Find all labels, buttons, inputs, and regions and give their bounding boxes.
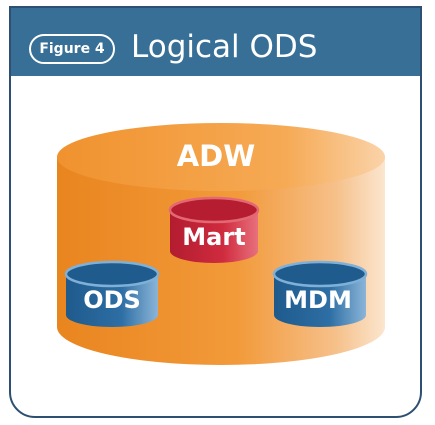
mart-label: Mart [182, 223, 245, 251]
mdm-label: MDM [284, 286, 352, 314]
ods-cylinder: ODS [64, 260, 160, 327]
figure-number-badge: Figure 4 [29, 34, 115, 64]
adw-label: ADW [177, 139, 256, 173]
ods-label: ODS [83, 286, 141, 314]
figure-title: Logical ODS [131, 29, 318, 65]
mart-cylinder: Mart [168, 196, 260, 263]
mdm-cylinder: MDM [272, 260, 368, 327]
figure-header: Figure 4 Logical ODS [11, 8, 420, 76]
